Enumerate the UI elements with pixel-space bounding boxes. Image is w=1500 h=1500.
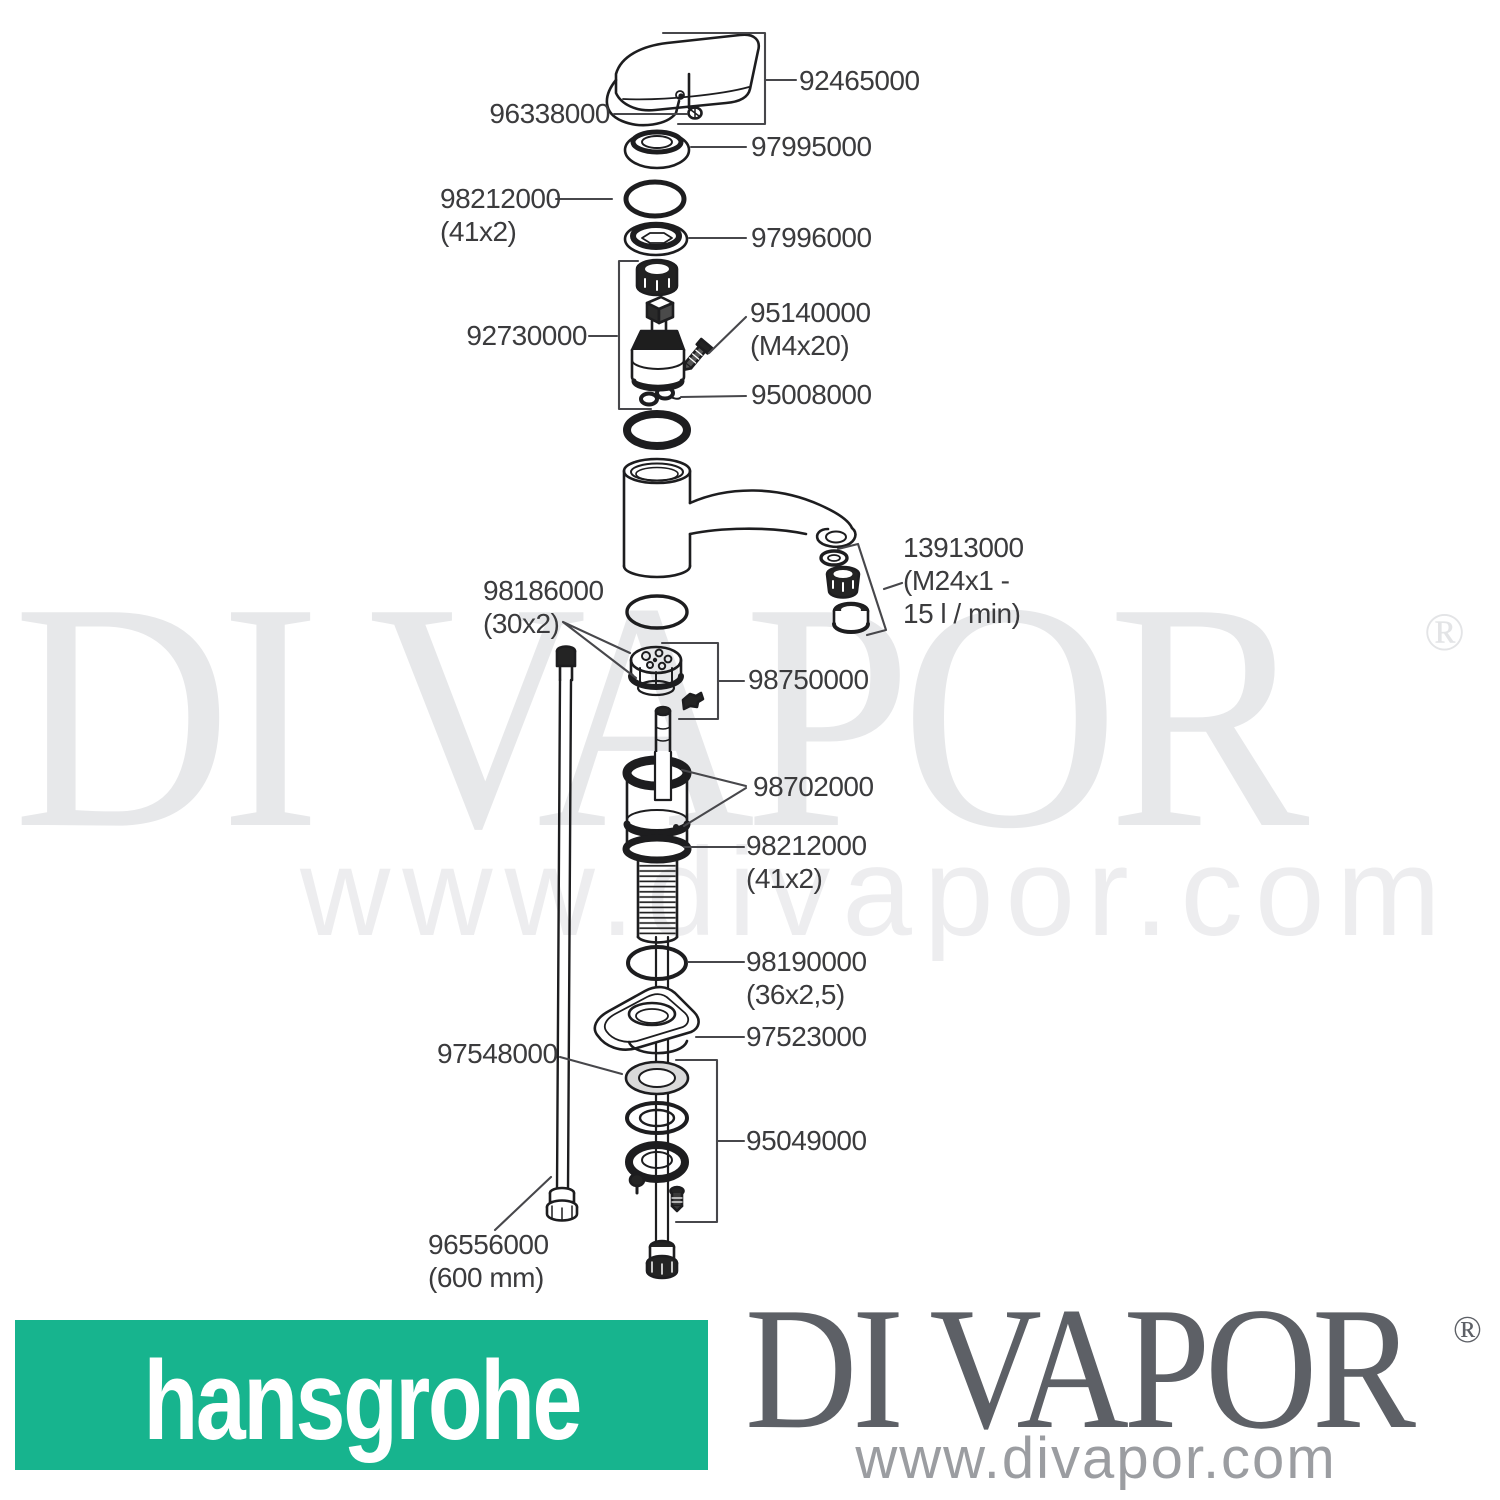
o-ring-36x25-drawing [626, 945, 688, 981]
part-number: 98212000 [440, 183, 561, 214]
part-number: 96556000 [428, 1229, 549, 1260]
part-label-92465000: 92465000 [799, 65, 920, 96]
handle-lever-drawing [605, 33, 761, 127]
cartridge-stem-drawing [654, 705, 672, 754]
part-label-95140000: 95140000 (M4x20) [750, 296, 871, 362]
part-label-97523000: 97523000 [746, 1021, 867, 1052]
part-label-96556000: 96556000 (600 mm) [428, 1228, 549, 1294]
hansgrohe-logo-text: hansgrohe [143, 1338, 582, 1463]
part-label-97996000: 97996000 [751, 222, 872, 253]
friction-washer-drawing [624, 1060, 690, 1096]
part-detail: (600 mm) [428, 1262, 544, 1293]
divapor-registered-icon: ® [1453, 1309, 1482, 1351]
threaded-shank-drawing [636, 855, 679, 944]
part-detail: (30x2) [483, 608, 560, 639]
leader-lines [493, 31, 904, 1232]
watermark-registered-icon: ® [1424, 602, 1466, 662]
o-ring-30x2-drawing [625, 594, 689, 630]
body-seal-ring-drawing [623, 410, 691, 450]
part-number: 98190000 [746, 946, 867, 977]
aerator-set-drawing [819, 549, 870, 634]
lower-body-drawing [622, 750, 692, 864]
part-label-98190000: 98190000 (36x2,5) [746, 945, 867, 1011]
part-label-98212000-bottom: 98212000 (41x2) [746, 829, 867, 895]
fixation-set-drawing [625, 1101, 689, 1213]
part-detail: (M4x20) [750, 330, 850, 361]
flexible-hose-drawing [545, 645, 579, 1222]
seal-set-drawing [639, 385, 681, 407]
divapor-url: www.divapor.com [855, 1426, 1337, 1491]
ring-nut-drawing [623, 221, 689, 257]
faucet-body-spout-drawing [622, 457, 857, 579]
part-number: 98212000 [746, 830, 867, 861]
base-plate-drawing [593, 985, 700, 1055]
divapor-logo: DI VAPOR [745, 1271, 1416, 1465]
part-detail: (36x2,5) [746, 979, 845, 1010]
part-label-98702000: 98702000 [753, 771, 874, 802]
part-label-97548000: 97548000 [437, 1038, 558, 1069]
grub-screw-drawing [687, 106, 703, 120]
part-number: 98186000 [483, 575, 604, 606]
part-label-98186000: 98186000 (30x2) [483, 574, 604, 640]
part-label-95049000: 95049000 [746, 1125, 867, 1156]
part-number: 95140000 [750, 297, 871, 328]
screw-m4x20-drawing [683, 337, 714, 371]
part-number: 13913000 [903, 532, 1024, 563]
part-detail-2: 15 l / min) [903, 598, 1021, 629]
part-label-95008000: 95008000 [751, 379, 872, 410]
o-ring-41x2-top-drawing [623, 179, 687, 219]
part-label-92730000: 92730000 [466, 320, 587, 351]
watermark-url: www.divapor.com [300, 823, 1453, 962]
part-detail: (41x2) [746, 863, 823, 894]
cap-ring-drawing [623, 129, 691, 170]
cartridge-drawing [630, 258, 686, 392]
part-label-98750000: 98750000 [748, 664, 869, 695]
part-detail: (M24x1 - [903, 565, 1010, 596]
part-label-98212000-top: 98212000 (41x2) [440, 182, 561, 248]
part-label-96338000: 96338000 [489, 98, 610, 129]
part-label-13913000: 13913000 (M24x1 - 15 l / min) [903, 531, 1024, 630]
hansgrohe-logo: hansgrohe [15, 1320, 708, 1470]
strainer-drawing [628, 645, 705, 711]
part-detail: (41x2) [440, 216, 517, 247]
part-label-97995000: 97995000 [751, 131, 872, 162]
